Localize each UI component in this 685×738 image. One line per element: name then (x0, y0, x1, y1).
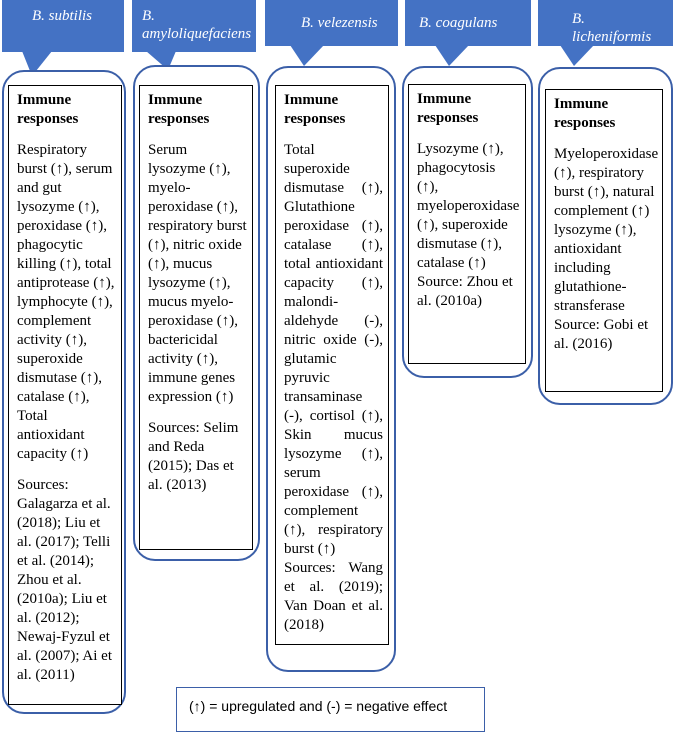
species-callout-b-amyloliquefaciens: B. amyloliquefaciens (132, 0, 256, 52)
immune-responses-box: Immune responses Respiratory burst (↑), … (8, 85, 122, 705)
immune-responses-box: Immune responses Serum lysozyme (↑), mye… (139, 85, 253, 550)
immune-response-list: Serum lysozyme (↑), myelo-peroxidase (↑)… (148, 142, 247, 405)
box-heading: Immune responses (284, 92, 346, 127)
species-callout-b-subtilis: B. subtilis (2, 0, 124, 52)
callout-pointer (22, 51, 52, 76)
sources-text: Source: Gobi et al. (2016) (554, 317, 649, 352)
species-label: B. amyloliquefaciens (142, 8, 252, 42)
sources-text: Sources: Galagarza et al. (2018); Liu et… (17, 477, 112, 683)
box-heading: Immune responses (417, 91, 479, 126)
species-label: B. velezensis (301, 15, 378, 31)
callout-pointer (435, 45, 469, 66)
species-label: B. subtilis (32, 8, 93, 24)
legend-box: (↑) = upregulated and (-) = negative eff… (176, 687, 485, 732)
callout-pointer (560, 45, 594, 66)
sources-text: Source: Zhou et al. (2010a) (417, 274, 513, 309)
legend-text: (↑) = upregulated and (-) = negative eff… (189, 698, 448, 714)
immune-responses-box: Immune responses Myeloperoxidase (↑), re… (545, 89, 663, 392)
callout-pointer (290, 45, 324, 66)
immune-response-list: Myeloperoxidase (↑), respiratory burst (… (554, 146, 659, 314)
species-callout-b-coagulans: B. coagulans (405, 0, 531, 46)
immune-response-list: Total superoxide dismutase (↑), Glutathi… (284, 142, 383, 557)
immune-response-list: Respiratory burst (↑), serum and gut lys… (17, 142, 115, 462)
species-callout-b-velezensis: B. velezensis (265, 0, 398, 46)
immune-response-list: Lysozyme (↑), phagocytosis (↑), myeloper… (417, 141, 520, 271)
immune-responses-box: Immune responses Lysozyme (↑), phagocyto… (408, 84, 526, 364)
species-label: B. coagulans (419, 15, 498, 31)
species-callout-b-licheniformis: B. licheniformis (538, 0, 673, 46)
sources-text: Sources: Selim and Reda (2015); Das et a… (148, 420, 239, 493)
box-heading: Immune responses (17, 92, 79, 127)
box-heading: Immune responses (148, 92, 210, 127)
box-heading: Immune responses (554, 96, 616, 131)
sources-text: Sources: Wang et al. (2019); Van Doan et… (284, 560, 383, 633)
immune-responses-box: Immune responses Total superoxide dismut… (275, 85, 389, 645)
species-label: B. licheniformis (572, 11, 652, 45)
